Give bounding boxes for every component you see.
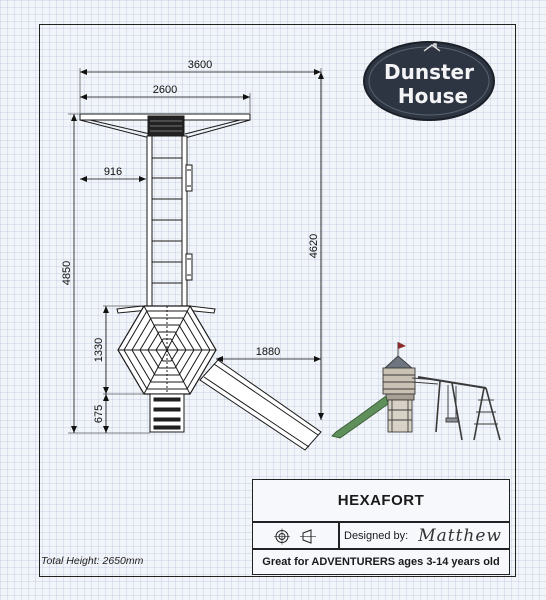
product-preview-illustration xyxy=(331,342,501,441)
total-height-note: Total Height: 2650mm xyxy=(41,555,144,567)
house-roof-icon xyxy=(423,43,441,52)
designer-signature: Matthew xyxy=(418,525,502,546)
logo-line-2: House xyxy=(398,84,468,108)
product-title: HEXAFORT xyxy=(252,479,510,522)
dimension-lines: 3600 2600 916 4850 4620 1330 675 1880 xyxy=(61,59,324,434)
product-tagline: Great for ADVENTURERS ages 3-14 years ol… xyxy=(252,549,510,575)
projection-symbols xyxy=(252,522,339,549)
designed-by-cell: Designed by: Matthew xyxy=(339,522,510,549)
dim-4850-label: 4850 xyxy=(61,261,73,285)
entry-steps xyxy=(149,393,185,433)
dim-1330-label: 1330 xyxy=(93,338,105,362)
dim-675-label: 675 xyxy=(93,405,105,423)
dim-916-label: 916 xyxy=(104,166,122,178)
drawing-frame xyxy=(39,24,516,577)
swing-beam xyxy=(79,113,251,139)
dim-2600-label: 2600 xyxy=(153,84,177,96)
third-angle-cone-icon xyxy=(300,529,316,544)
climbing-ladder xyxy=(146,135,193,307)
top-view-structure xyxy=(79,113,322,451)
slide xyxy=(199,359,322,451)
hexagon-roof xyxy=(117,305,217,395)
dim-4620-label: 4620 xyxy=(308,234,320,258)
designed-by-label: Designed by: xyxy=(344,529,409,542)
dim-1880-label: 1880 xyxy=(256,346,280,358)
dunster-house-logo: Dunster House xyxy=(363,41,495,121)
dim-3600-label: 3600 xyxy=(188,59,212,71)
logo-line-1: Dunster xyxy=(384,60,474,84)
projection-symbol-icon xyxy=(274,528,290,545)
